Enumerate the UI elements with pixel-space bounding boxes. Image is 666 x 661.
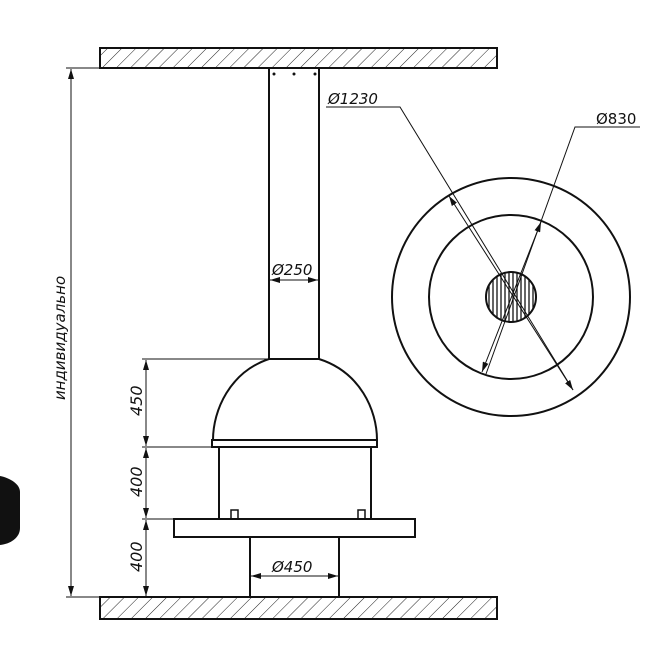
pipe-diameter-label: Ø250 (271, 261, 312, 279)
firebox-cylinder (218, 446, 372, 520)
inner-diameter-label: Ø830 (596, 110, 636, 128)
dome-height-label: 450 (127, 385, 146, 416)
floor-slab (99, 596, 498, 620)
dome-hood (211, 358, 379, 441)
outer-circle (391, 177, 631, 417)
bracket-left (230, 509, 239, 519)
base-height-label: 400 (127, 541, 146, 572)
outer-diameter-label: Ø1230 (327, 90, 378, 108)
base-plate (173, 518, 416, 538)
inner-leader (485, 126, 640, 375)
ceiling-slab (99, 47, 498, 69)
bracket-right (357, 509, 366, 519)
dome-rim (211, 439, 378, 448)
outer-leader (326, 106, 574, 391)
base-diameter-label: Ø450 (271, 558, 312, 576)
black-puck-image (0, 476, 20, 545)
base-pedestal (249, 536, 340, 598)
firebox-height-label: 400 (127, 466, 146, 497)
overall-height-label: индивидуально (51, 276, 69, 400)
chimney-pipe (268, 67, 320, 360)
pipe-dots (272, 72, 317, 76)
